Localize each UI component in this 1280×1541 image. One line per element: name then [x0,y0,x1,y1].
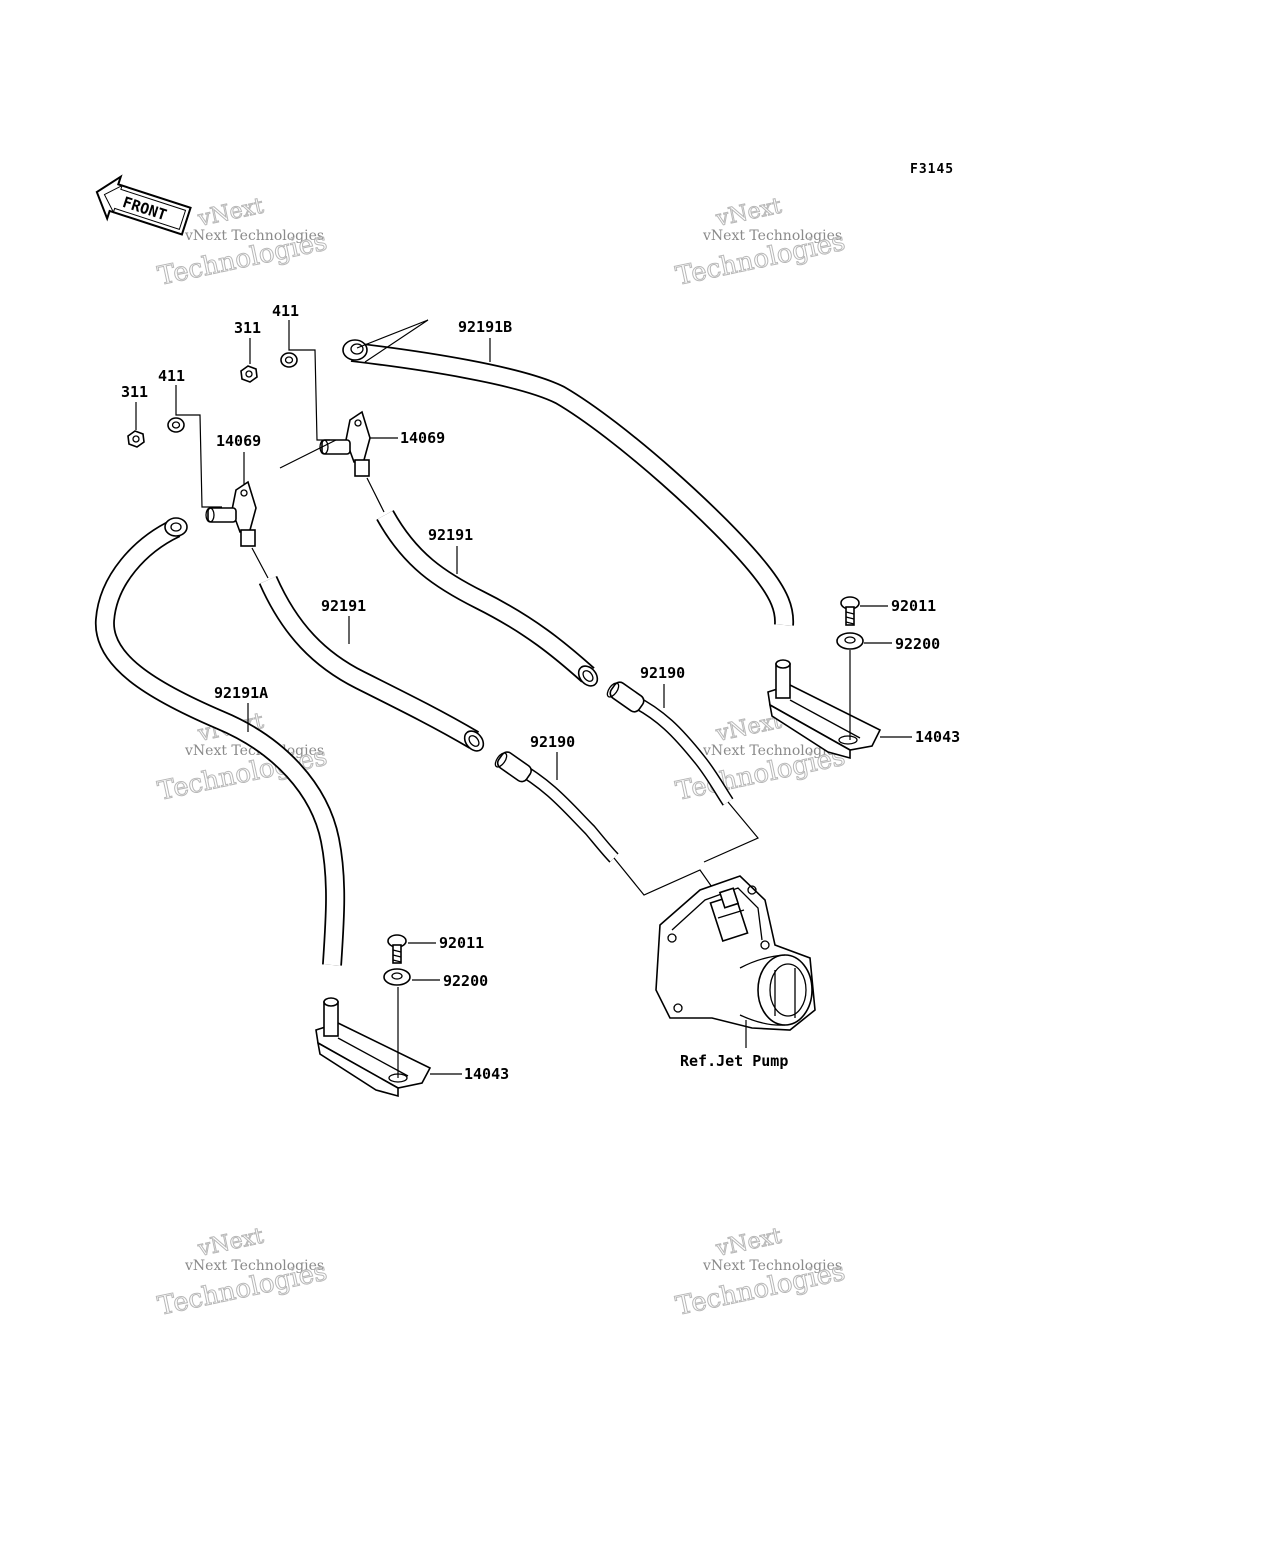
svg-text:vNext: vNext [195,1224,266,1262]
bolt-92011-left [387,934,407,964]
label-92191a: 92191A [214,684,268,702]
watermark-6: vNext Technologies vNext Technologies [673,1223,849,1322]
washer-92200-left [383,968,411,986]
label-92200-left: 92200 [443,972,488,990]
jet-pump-housing [655,875,816,1031]
label-92011-left: 92011 [439,934,484,952]
bolt-92011-right [840,596,860,626]
washer-411-right [280,352,298,368]
diagram-code: F3145 [910,162,954,177]
label-92191-upper: 92191 [428,526,473,544]
label-92011-right: 92011 [891,597,936,615]
label-ref-jet-pump: Ref.Jet Pump [680,1052,788,1070]
nut-311-left [127,430,145,448]
svg-text:vNext Technologies: vNext Technologies [184,228,324,244]
label-14043-right: 14043 [915,728,960,746]
label-92191-lower: 92191 [321,597,366,615]
link-left-hose-pump [613,857,715,896]
fitting-14069-right [319,410,371,477]
label-14069-right: 14069 [400,429,445,447]
hose-92191a [94,517,346,966]
link-right-hose-pump [703,801,759,863]
watermark-5: vNext Technologies vNext Technologies [155,1223,331,1322]
fitting-14069-left [205,480,257,547]
hose-92191-lower [258,575,485,752]
hose-92191b [342,339,795,626]
svg-text:vNext Technologies: vNext Technologies [702,743,842,759]
label-92190-right: 92190 [640,664,685,682]
label-92191b: 92191B [458,318,512,336]
label-311-left: 311 [121,383,148,401]
svg-text:vNext Technologies: vNext Technologies [702,228,842,244]
svg-text:vNext Technologies: vNext Technologies [184,1258,324,1274]
hose-92190-right [606,681,734,806]
label-92200-right: 92200 [895,635,940,653]
label-92190-left: 92190 [530,733,575,751]
hose-92190-left [494,751,619,863]
label-411-right: 411 [272,302,299,320]
watermark-2: vNext Technologies vNext Technologies [673,193,849,292]
front-arrow-icon: FRONT [95,174,192,236]
nut-311-right [240,365,258,383]
bracket-14043-right [767,659,882,760]
label-14069-left: 14069 [216,432,261,450]
hose-92191-upper [376,510,599,687]
svg-text:vNext Technologies: vNext Technologies [702,1258,842,1274]
label-311-right: 311 [234,319,261,337]
svg-text:vNext: vNext [713,194,784,232]
washer-92200-right [836,632,864,650]
washer-411-left [167,417,185,433]
label-14043-left: 14043 [464,1065,509,1083]
svg-text:vNext: vNext [713,1224,784,1262]
svg-text:vNext: vNext [195,194,266,232]
bracket-14043-left [315,997,432,1098]
label-411-left: 411 [158,367,185,385]
hose-92191b-leader [356,319,429,363]
